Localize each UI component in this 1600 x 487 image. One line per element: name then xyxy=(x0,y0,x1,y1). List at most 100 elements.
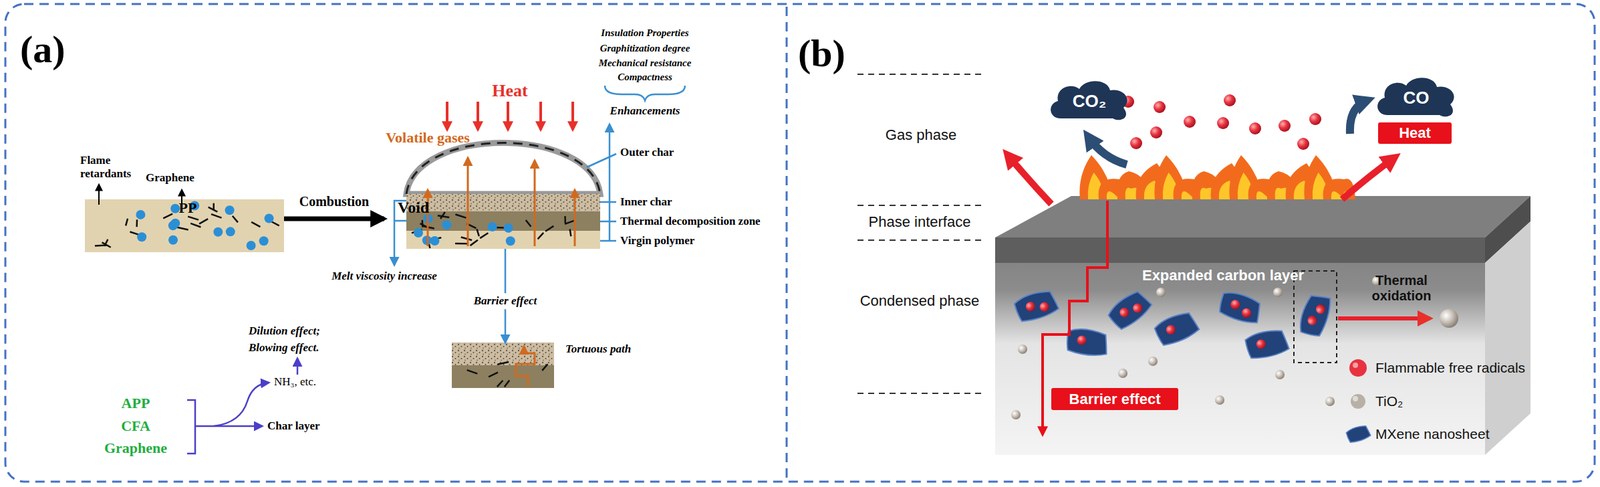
process-label: Thermal oxidation xyxy=(1363,272,1441,304)
flame-retardant-particle xyxy=(213,227,223,237)
mxene-sheet xyxy=(1244,328,1290,361)
graphene-sheet xyxy=(199,218,208,224)
tio2-particle xyxy=(1118,368,1128,378)
legend-row: MXene nanosheet xyxy=(1344,421,1490,446)
flame-retardant-particle xyxy=(135,209,146,220)
heat-label: Heat xyxy=(491,80,528,101)
legend-row: Flammable free radicals xyxy=(1344,355,1526,380)
tio2-particle xyxy=(1439,308,1459,328)
graphene-sheet xyxy=(102,241,111,247)
tio2-particle xyxy=(1215,394,1225,405)
layer-label: Expanded carbon layer xyxy=(1142,266,1304,284)
mxene-sheet xyxy=(1013,288,1060,323)
graphene-sheet xyxy=(538,232,545,239)
highlight-box xyxy=(1293,270,1337,363)
tortuous-decomposition xyxy=(451,364,555,388)
inner-char-layer xyxy=(406,193,601,212)
free-radical xyxy=(1223,94,1236,107)
graphene-sheet xyxy=(570,228,572,236)
product-label: NH₃, etc. xyxy=(274,374,317,389)
connector-arrow xyxy=(284,216,385,222)
phase-label: Gas phase xyxy=(885,126,957,144)
flame-retardant-particle xyxy=(487,221,498,232)
flame-retardant-particle xyxy=(170,203,180,214)
tio2-particle xyxy=(1011,409,1021,420)
free-radical xyxy=(1153,100,1166,113)
flame-retardant-particle xyxy=(441,219,452,230)
legend-sheet-icon xyxy=(1345,423,1371,444)
component-label: Flame retardants xyxy=(80,153,144,180)
graphene-sheet xyxy=(470,239,478,246)
graphene-sheet xyxy=(564,219,576,224)
graphene-sheet xyxy=(94,244,107,246)
edge-label: Barrier effect xyxy=(471,292,541,309)
graphene-sheet xyxy=(476,228,479,236)
layer-label: Outer char xyxy=(620,145,674,160)
panel-divider xyxy=(785,6,788,480)
composite-block: PP xyxy=(84,199,285,252)
effect-label: Melt viscosity increase xyxy=(331,269,438,283)
node-text: Barrier effect xyxy=(1069,390,1161,408)
graphene-sheet xyxy=(232,215,238,223)
panel-tag: (a) xyxy=(20,27,66,73)
flame-retardant-particle xyxy=(505,235,516,246)
graphene-sheet xyxy=(545,225,554,232)
graphene-sheet xyxy=(497,380,504,387)
gas-cloud: CO₂ xyxy=(1045,76,1133,123)
flame-retardant-particle xyxy=(429,235,440,246)
graphene-sheet xyxy=(163,213,173,219)
free-radical xyxy=(1150,126,1163,139)
property-label: Compactness xyxy=(617,71,673,83)
graphene-sheet xyxy=(187,216,199,220)
legend-swatch xyxy=(1349,358,1367,377)
additive-name: APP xyxy=(121,394,151,412)
mxene-sheet xyxy=(1296,290,1335,339)
phase-divider-lines xyxy=(857,74,982,393)
graphene-sheet xyxy=(455,242,468,245)
component-label: Graphene xyxy=(145,171,195,185)
node-text: CO₂ xyxy=(1072,91,1107,112)
char-layer-front xyxy=(995,237,1486,263)
phase-label: Phase interface xyxy=(868,213,972,230)
graphene-sheet xyxy=(437,215,450,218)
legend-row: TiO₂ xyxy=(1344,388,1403,414)
graphene-sheet xyxy=(504,380,510,387)
graphene-sheet xyxy=(488,372,498,377)
burning-sample: Void xyxy=(384,137,602,249)
graphene-sheet xyxy=(208,207,218,212)
graphene-sheet xyxy=(135,219,138,227)
outer-char-dashes xyxy=(406,143,601,195)
composite-sample xyxy=(84,199,285,252)
flame-retardant-particle xyxy=(413,227,424,238)
graphene-sheet xyxy=(461,237,472,240)
leader-arrow xyxy=(98,184,100,205)
free-radical xyxy=(1183,115,1196,128)
tio2-particle xyxy=(1156,287,1166,297)
graphene-sheet xyxy=(251,221,260,227)
additive-name: CFA xyxy=(120,417,151,434)
mxene-sheets xyxy=(1011,276,1382,420)
effect-label: Blowing effect. xyxy=(248,340,319,355)
layer-label: Virgin polymer xyxy=(620,233,695,248)
tio2-particle xyxy=(1017,344,1028,354)
graphene-sheets xyxy=(467,361,549,387)
flame-retardant-particle xyxy=(259,235,269,246)
node-text: Void xyxy=(397,198,430,218)
graphene-sheet xyxy=(211,213,222,218)
property-label: Insulation Properties xyxy=(600,27,689,39)
mxene-sheet xyxy=(1217,288,1265,327)
free-radical xyxy=(1249,122,1262,135)
node-text: Heat xyxy=(1398,124,1431,142)
flame-retardant-particle xyxy=(246,240,256,250)
gas-cloud: CO xyxy=(1372,73,1460,119)
oxidation-arrow xyxy=(1338,316,1431,321)
heat-arrows xyxy=(447,101,573,130)
volatile-gas-arrows xyxy=(427,157,575,246)
graphene-sheet xyxy=(125,218,128,226)
reaction-bracket xyxy=(187,358,298,454)
decomposition-layer xyxy=(406,211,601,231)
flame-retardant-particle xyxy=(137,231,147,242)
outer-char-dome xyxy=(406,143,601,195)
legend-text: MXene nanosheet xyxy=(1375,425,1490,442)
node-text: CO xyxy=(1403,88,1430,109)
